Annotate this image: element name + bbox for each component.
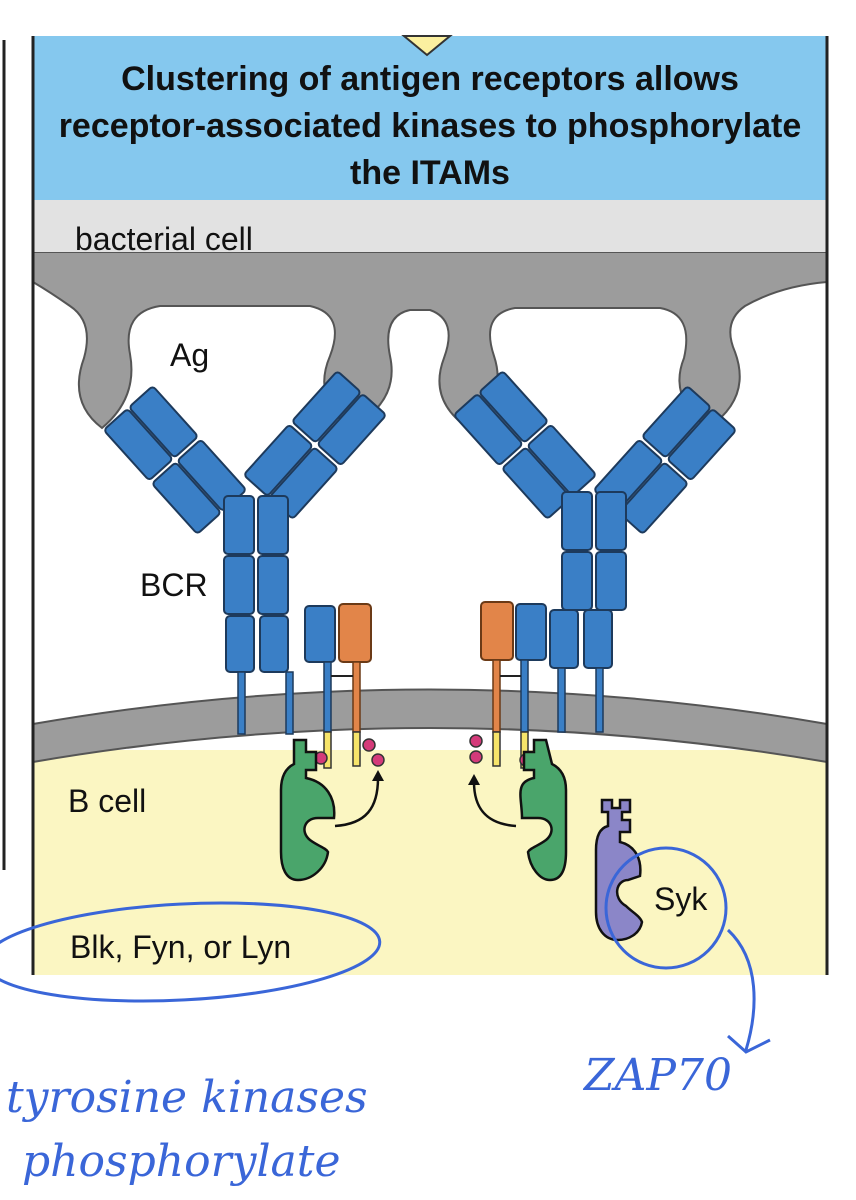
src-kinase-right: [519, 738, 568, 882]
title-line-3: the ITAMs: [350, 154, 510, 192]
bcr-left-stem: [223, 495, 294, 735]
kinases-label: Blk, Fyn, or Lyn: [70, 929, 291, 965]
phosphorylation-arrows: [334, 770, 517, 828]
handwritten-zap70: ZAP70: [582, 1050, 732, 1101]
flow-arrow-tip: [401, 35, 453, 57]
zap-arrow-annotation: [726, 928, 771, 1054]
antigen-label: Ag: [170, 337, 209, 373]
handwritten-line-1: tyrosine kinases: [6, 1072, 368, 1123]
bcr-left: [104, 371, 386, 769]
bacterial-cell-label: bacterial cell: [75, 221, 253, 257]
title-line-2: receptor-associated kinases to phosphory…: [59, 107, 802, 145]
bacterial-cell-band: [33, 200, 827, 252]
handwritten-line-2: phosphorylate: [22, 1136, 340, 1187]
bcr-label: BCR: [140, 567, 208, 603]
title-banner: [33, 36, 827, 200]
ig-alpha-beta-left: [304, 603, 372, 769]
b-cell-label: B cell: [68, 783, 146, 819]
bcr-right-stem: [549, 491, 627, 733]
syk-label: Syk: [654, 881, 708, 917]
b-cell-region: [33, 750, 827, 975]
src-kinase-left: [279, 738, 336, 882]
ig-alpha-beta-right: [480, 601, 547, 769]
title-line-1: Clustering of antigen receptors allows: [121, 60, 739, 98]
bcr-right-fab-left: [454, 371, 596, 519]
kinases-circle-annotation: [0, 901, 382, 1003]
syk-circle-annotation: [604, 846, 728, 970]
bcr-right: [454, 371, 736, 769]
bcr-left-fab-left: [104, 386, 246, 534]
